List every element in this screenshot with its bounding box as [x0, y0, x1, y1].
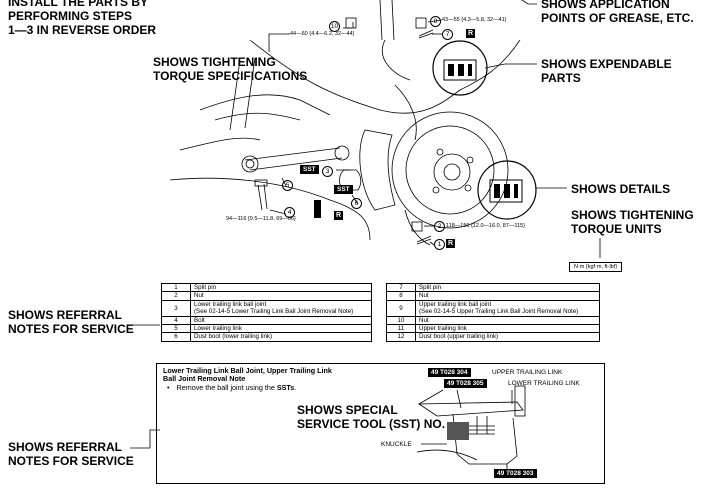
part-number-4: 4	[284, 207, 295, 218]
replace-r-badge-1: R	[466, 29, 475, 38]
sst-label-upper: UPPER TRAILING LINK	[492, 369, 563, 376]
knuckle-section	[447, 422, 469, 440]
replace-r-badge-3: R	[446, 239, 455, 248]
split-pin-lower	[416, 235, 432, 245]
wheel-hub	[433, 153, 471, 191]
leader-torque-spec	[268, 33, 290, 52]
tool-frame	[452, 413, 518, 465]
part-number-10: 10	[329, 21, 340, 32]
sst-number-304: 49 T028 304	[428, 368, 471, 377]
sst-tool-drawing	[416, 385, 526, 472]
replace-r-badge-2: R	[334, 211, 343, 220]
sst-number-305: 49 T028 305	[444, 379, 487, 388]
callout-referral-notes-2: SHOWS REFERRAL NOTES FOR SERVICE	[8, 440, 134, 468]
leader-grease	[521, 0, 537, 5]
expendable-parts-circle	[432, 40, 488, 96]
table-row: (See 02-14-5 Lower Trailing Link Ball Jo…	[162, 308, 372, 317]
part-number-2: 2	[434, 221, 445, 232]
note-body-sst: SSTs	[276, 383, 295, 392]
brake-caliper	[359, 129, 396, 211]
torque-label-8: 43—55 {4.3—5.8, 32—41}	[442, 17, 507, 23]
table-row: (See 02-14-5 Upper Trailing Link Ball Jo…	[387, 308, 600, 317]
note-body: • Remove the ball joint using the SSTs.	[167, 383, 297, 393]
torque-label-10: 44—60 {4.4—6.2, 32—44}	[290, 31, 355, 37]
brake-rotor	[391, 111, 509, 229]
note-bullet: •	[167, 383, 170, 392]
sst-tag-1: SST	[300, 165, 319, 174]
sst-tag-2: SST	[334, 185, 353, 194]
note-body-suffix: .	[294, 383, 297, 392]
part-number-7: 7	[442, 29, 453, 40]
note-title-line2: Ball Joint Removal Note	[163, 374, 246, 383]
grease-can	[314, 200, 321, 218]
torque-units-box: N·m {kgf·m, ft·lbf}	[569, 262, 623, 272]
note-body-prefix: Remove the ball joint using the	[176, 383, 277, 392]
note-title-line1: Lower Trailing Link Ball Joint, Upper Tr…	[163, 366, 332, 375]
bolt	[257, 183, 268, 211]
callout-special-tool: SHOWS SPECIAL SERVICE TOOL (SST) NO.	[297, 403, 446, 431]
callout-expendable-parts: SHOWS EXPENDABLE PARTS	[541, 57, 672, 85]
leader-referral-2	[130, 429, 160, 449]
part-number-3: 3	[322, 166, 333, 177]
knuckle-label: KNUCKLE	[381, 441, 412, 448]
callout-install-steps: INSTALL THE PARTS BY PERFORMING STEPS 1—…	[8, 0, 157, 37]
sst-label-lower: LOWER TRAILING LINK	[508, 380, 580, 387]
details-circle	[477, 160, 537, 220]
callout-details: SHOWS DETAILS	[571, 182, 671, 196]
dust-boot-lower	[339, 169, 362, 191]
part-number-5: 5	[282, 180, 293, 191]
callout-referral-notes-1: SHOWS REFERRAL NOTES FOR SERVICE	[8, 308, 134, 336]
torque-label-4: 94—116 {9.5—11.8, 69—86}	[226, 216, 296, 222]
leader-expendable	[484, 63, 537, 69]
callout-torque-units: SHOWS TIGHTENING TORQUE UNITS	[571, 208, 694, 236]
lower-trailing-link	[244, 147, 343, 171]
part-number-1: 1	[434, 239, 445, 250]
sst-number-303: 49 T028 303	[494, 469, 537, 478]
tool-body	[417, 401, 524, 417]
callout-grease: SHOWS APPLICATION POINTS OF GREASE, ETC.	[541, 0, 694, 25]
torque-label-2: 118—156 {12.0—16.0, 87—115}	[446, 223, 525, 229]
split-pin-upper	[418, 29, 434, 39]
part-number-8: 8	[430, 16, 441, 27]
nut-upper	[345, 17, 357, 29]
callout-tightening-torque-spec: SHOWS TIGHTENING TORQUE SPECIFICATIONS	[153, 55, 308, 83]
removal-note-box: Lower Trailing Link Ball Joint, Upper Tr…	[156, 363, 605, 484]
part-number-6: 6	[351, 198, 362, 209]
upper-arm-outline	[249, 39, 521, 114]
